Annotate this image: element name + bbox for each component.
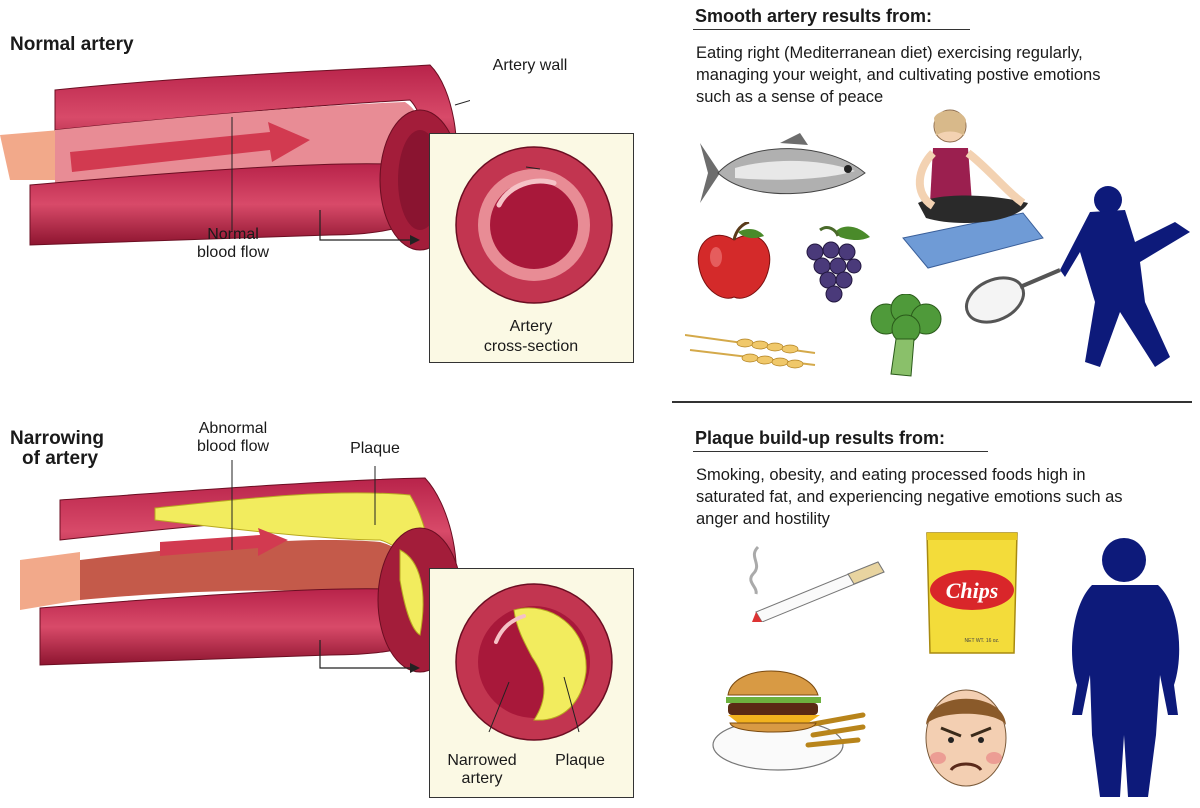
plaque-cross-label: Plaque (555, 752, 605, 769)
tennis-racket-icon (965, 268, 1061, 324)
apple-icon (697, 222, 771, 299)
angry-face-icon (925, 689, 1007, 787)
tennis-player-icon (1060, 186, 1190, 367)
plaque-title-underline (693, 451, 988, 452)
fish-icon (700, 133, 866, 203)
smooth-desc-line-3: such as a sense of peace (696, 88, 884, 106)
plaque-desc-line-2: saturated fat, and experiencing negative… (696, 488, 1123, 506)
chips-small-text: NET WT. 16 oz. (965, 638, 1000, 644)
artery-wall-label: Artery wall (492, 57, 568, 74)
burger-fries-icon (712, 670, 866, 771)
normal-flow-label-2: blood flow (196, 244, 270, 261)
chips-text: Chips (946, 578, 999, 603)
plaque-desc-line-3: anger and hostility (696, 510, 830, 528)
abnormal-flow-label-2: blood flow (196, 438, 270, 455)
smooth-desc-line-2: managing your weight, and cultivating po… (696, 66, 1101, 84)
plaque-desc-line-1: Smoking, obesity, and eating processed f… (696, 466, 1086, 484)
narrowing-title-2: of artery (22, 448, 99, 469)
cross-label-1: Artery (509, 318, 553, 335)
obese-person-icon (1072, 538, 1180, 797)
plaque-section-title: Plaque build-up results from: (695, 428, 946, 448)
smooth-desc-line-1: Eating right (Mediterranean diet) exerci… (696, 44, 1083, 62)
narrowed-artery-label-1: Narrowed (447, 752, 517, 769)
normal-flow-label-1: Normal (207, 226, 259, 243)
wheat-icon (685, 334, 816, 369)
cross-label-2: cross-section (483, 338, 579, 355)
normal-artery-title: Normal artery (10, 34, 134, 55)
section-divider (672, 401, 1192, 403)
normal-cross-section-illustration (455, 146, 613, 304)
broccoli-icon (870, 294, 942, 377)
meditation-icon (902, 109, 1044, 269)
smooth-section-title: Smooth artery results from: (695, 6, 933, 26)
plaque-description: Smoking, obesity, and eating processed f… (696, 464, 1196, 530)
smooth-description: Eating right (Mediterranean diet) exerci… (696, 42, 1196, 108)
grapes-icon (806, 226, 870, 303)
narrowing-artery-illustration (20, 460, 463, 673)
smooth-title-underline (693, 29, 970, 30)
abnormal-flow-label-1: Abnormal (198, 420, 268, 437)
chips-bag-icon: Chips NET WT. 16 oz. (926, 532, 1018, 654)
narrowing-title-1: Narrowing (10, 428, 104, 449)
cigarette-icon (749, 545, 885, 622)
plaque-label: Plaque (350, 440, 400, 457)
narrowing-cross-section-illustration (455, 583, 613, 741)
narrowed-artery-label-2: artery (461, 770, 503, 787)
